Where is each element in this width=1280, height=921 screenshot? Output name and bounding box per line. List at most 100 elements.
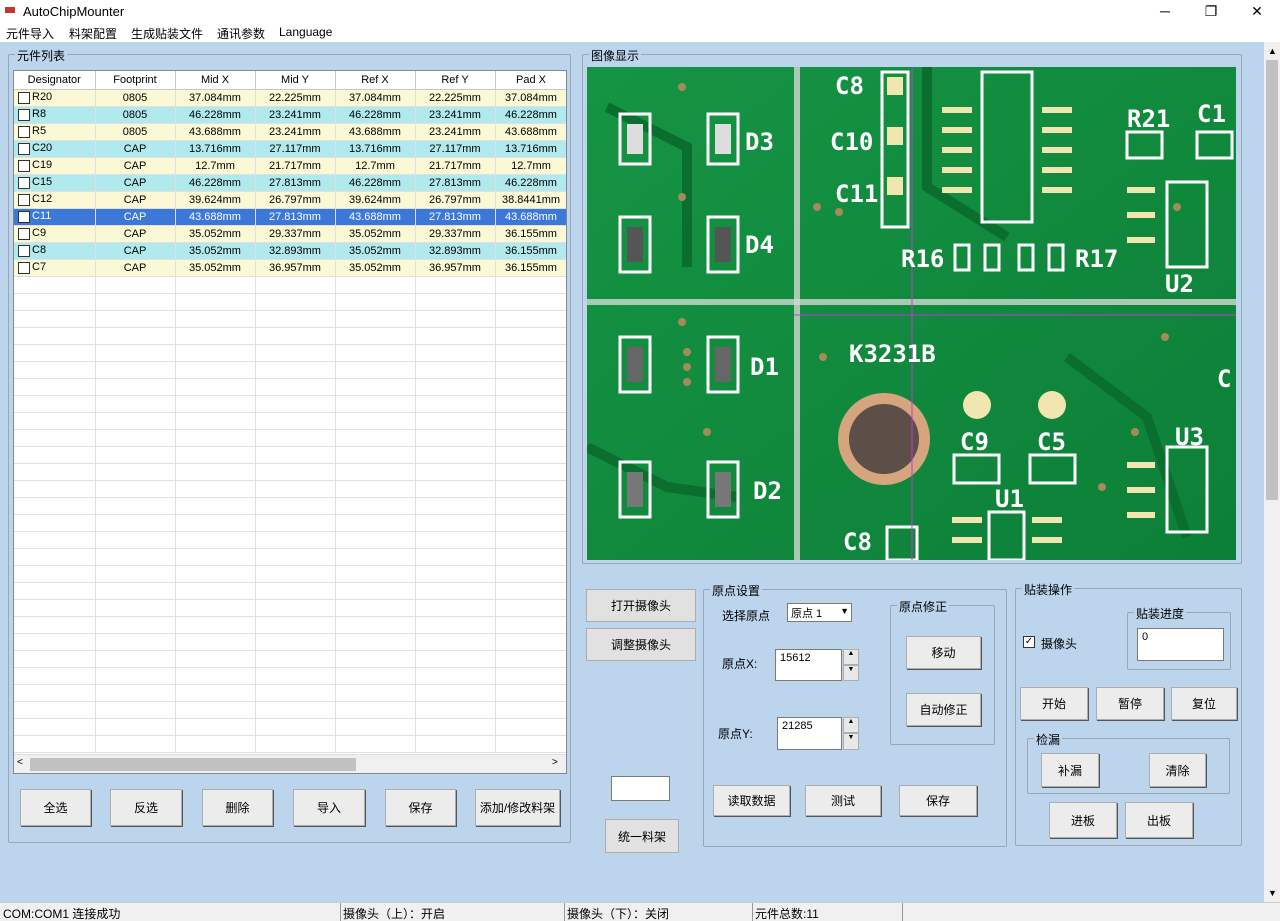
pcb-label: U2 — [1165, 270, 1194, 298]
empty-cell — [495, 718, 566, 736]
chevron-down-icon[interactable]: ▼ — [840, 606, 849, 616]
table-cell: 0805 — [95, 123, 176, 141]
menu-comm-params[interactable]: 通讯参数 — [217, 27, 266, 41]
scroll-up-icon[interactable]: ▲ — [1268, 46, 1277, 56]
row-checkbox[interactable] — [18, 210, 30, 223]
origin-y-up-icon[interactable]: ▲ — [843, 717, 859, 733]
delete-button[interactable]: 删除 — [202, 789, 273, 826]
origin-select[interactable]: 原点 1 ▼ — [787, 603, 852, 622]
import-button[interactable]: 导入 — [293, 789, 365, 826]
origin-y-input[interactable]: 21285 — [777, 717, 842, 750]
camera-image[interactable]: C8 C10 C11 D3 D4 R21 C1 R16 R17 U2 K3231… — [587, 67, 1236, 560]
menu-component-import[interactable]: 元件导入 — [6, 27, 55, 41]
origin-y-down-icon[interactable]: ▼ — [843, 733, 859, 750]
empty-cell — [495, 667, 566, 685]
adjust-camera-button[interactable]: 调整摄像头 — [586, 628, 696, 661]
board-out-button[interactable]: 出板 — [1125, 802, 1193, 838]
empty-cell — [335, 276, 416, 294]
scroll-thumb[interactable] — [30, 758, 356, 771]
row-checkbox[interactable] — [18, 142, 30, 155]
origin-x-down-icon[interactable]: ▼ — [843, 665, 859, 681]
empty-cell — [255, 582, 336, 600]
menu-language[interactable]: Language — [279, 25, 333, 39]
col-mid-x[interactable]: Mid X — [175, 71, 256, 90]
board-in-button[interactable]: 进板 — [1049, 802, 1117, 838]
origin-x-input[interactable]: 15612 — [775, 649, 842, 681]
save-list-button[interactable]: 保存 — [385, 789, 456, 826]
origin-select-value: 原点 1 — [791, 608, 823, 620]
pause-button[interactable]: 暂停 — [1096, 687, 1164, 720]
read-data-button[interactable]: 读取数据 — [713, 785, 790, 816]
refill-button[interactable]: 补漏 — [1041, 753, 1099, 787]
empty-cell — [95, 667, 176, 685]
add-feeder-button[interactable]: 添加/修改料架 — [475, 789, 560, 826]
horizontal-scrollbar[interactable]: < > — [14, 754, 566, 773]
origin-y-label: 原点Y: — [718, 727, 753, 741]
component-table[interactable]: Designator Footprint Mid X Mid Y Ref X R… — [13, 70, 567, 774]
open-camera-button[interactable]: 打开摄像头 — [586, 589, 696, 622]
table-cell: 0805 — [95, 106, 176, 124]
col-mid-y[interactable]: Mid Y — [255, 71, 336, 90]
save-origin-button[interactable]: 保存 — [899, 785, 977, 816]
scroll-left-icon[interactable]: < — [17, 757, 23, 768]
empty-cell — [255, 565, 336, 583]
empty-cell — [415, 684, 496, 702]
unify-feeder-button[interactable]: 统一料架 — [605, 819, 679, 853]
close-button[interactable]: ✕ — [1251, 3, 1263, 19]
designator-text: C12 — [32, 193, 53, 206]
table-cell: 23.241mm — [255, 106, 336, 124]
select-all-button[interactable]: 全选 — [20, 789, 91, 826]
move-button[interactable]: 移动 — [906, 636, 981, 669]
row-checkbox[interactable] — [18, 244, 30, 257]
row-checkbox[interactable] — [18, 159, 30, 172]
cell-designator: C7 — [14, 259, 96, 277]
feeder-number-input[interactable] — [611, 776, 670, 801]
scroll-down-icon[interactable]: ▼ — [1268, 888, 1277, 898]
empty-row — [14, 480, 566, 498]
origin-x-up-icon[interactable]: ▲ — [843, 649, 859, 665]
vertical-scrollbar[interactable]: ▲ ▼ — [1264, 42, 1280, 902]
cell-designator: C19 — [14, 157, 96, 175]
row-checkbox[interactable] — [18, 108, 30, 121]
row-checkbox[interactable] — [18, 193, 30, 206]
maximize-button[interactable]: ❐ — [1204, 3, 1218, 19]
row-checkbox[interactable] — [18, 91, 30, 104]
minimize-button[interactable]: ─ — [1160, 3, 1170, 19]
col-pad-x[interactable]: Pad X — [495, 71, 566, 90]
menu-generate-file[interactable]: 生成贴装文件 — [131, 27, 204, 41]
cell-designator: C20 — [14, 140, 96, 158]
vertical-scroll-thumb[interactable] — [1266, 60, 1278, 500]
row-checkbox[interactable] — [18, 261, 30, 274]
scroll-right-icon[interactable]: > — [552, 757, 558, 768]
camera-checkbox[interactable]: ✓ — [1023, 636, 1035, 648]
row-checkbox[interactable] — [18, 176, 30, 189]
col-ref-y[interactable]: Ref Y — [415, 71, 496, 90]
menu-feeder-config[interactable]: 料架配置 — [69, 27, 118, 41]
col-footprint[interactable]: Footprint — [95, 71, 176, 90]
test-button[interactable]: 测试 — [805, 785, 881, 816]
col-ref-x[interactable]: Ref X — [335, 71, 416, 90]
invert-selection-button[interactable]: 反选 — [110, 789, 182, 826]
auto-correct-button[interactable]: 自动修正 — [906, 693, 981, 726]
reset-button[interactable]: 复位 — [1171, 687, 1237, 720]
table-cell: 22.225mm — [415, 89, 496, 107]
col-designator[interactable]: Designator — [14, 71, 96, 90]
start-button[interactable]: 开始 — [1020, 687, 1088, 720]
row-checkbox[interactable] — [18, 125, 30, 138]
empty-cell — [175, 531, 256, 549]
clear-button[interactable]: 清除 — [1149, 753, 1206, 787]
empty-cell — [14, 701, 96, 719]
empty-cell — [255, 327, 336, 345]
row-checkbox[interactable] — [18, 227, 30, 240]
